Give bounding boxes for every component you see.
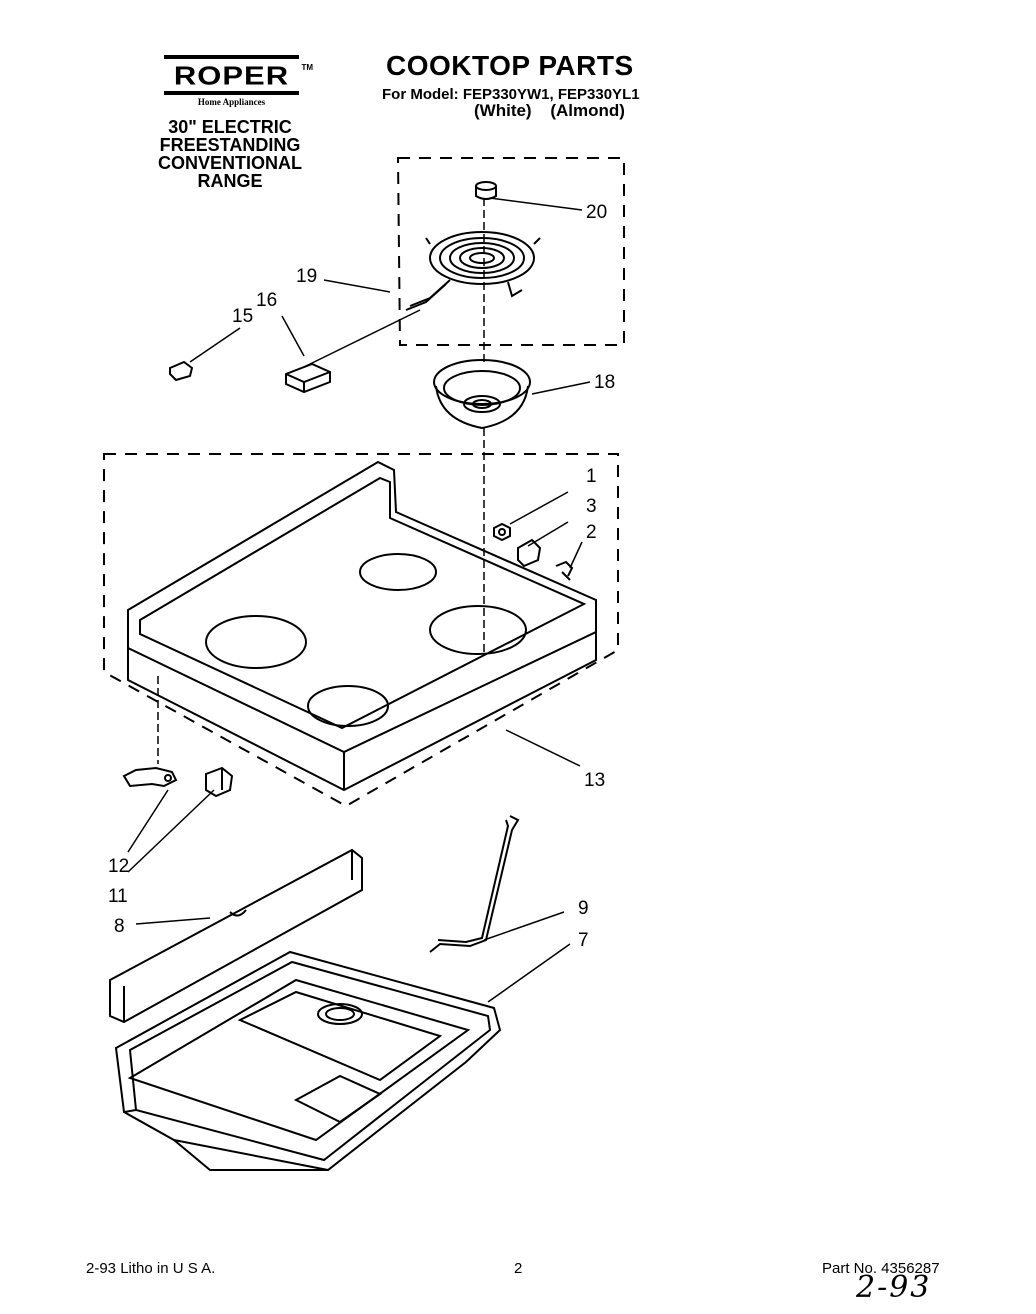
part-15-clip [169,360,194,382]
product-line-4: RANGE [197,171,263,191]
product-description: 30" ELECTRIC FREESTANDING CONVENTIONAL R… [140,118,320,190]
logo-bottom-bar [164,91,299,95]
brand-tagline: Home Appliances [197,97,266,107]
callout-9: 9 [578,898,589,919]
leader-lines [127,197,591,1003]
part-20-cap [475,181,497,200]
callout-labels: 20 19 16 15 18 1 3 2 13 12 11 8 9 7 [108,202,615,951]
part-19-surface-element [405,231,541,311]
page-title: COOKTOP PARTS [386,50,634,81]
brand-name: ROPER [173,60,290,91]
surface-unit-dashed-box [396,157,625,346]
callout-2: 2 [586,522,597,543]
part-11-insulator [205,766,234,798]
callout-20: 20 [586,202,607,223]
part-2-screw [555,560,574,581]
callout-7: 7 [578,930,589,951]
part-9-rod [429,815,520,953]
color-white: (White) [474,101,532,120]
product-line-2: FREESTANDING [159,135,301,155]
part-13-cooktop [127,460,597,792]
callout-16: 16 [256,290,277,311]
callout-11: 11 [108,886,128,907]
callout-8: 8 [114,916,125,937]
part-12-connector [122,766,178,788]
trademark-mark: TM [301,63,313,72]
model-line: For Model: FEP330YW1, FEP330YL1 [382,86,640,103]
part-16-terminal-block [285,362,331,394]
part-1-nut [493,522,511,542]
part-18-drip-bowl [433,359,531,430]
color-variants: (White) (Almond) [474,101,639,121]
callout-1: 1 [586,466,597,487]
logo-top-bar [164,55,299,59]
color-almond: (Almond) [550,101,625,120]
callout-12: 12 [108,856,129,877]
part-8-rear-channel [109,848,363,1024]
footer-litho: 2-93 Litho in U S A. [86,1260,216,1277]
brand-logo: ROPER TM Home Appliances [164,55,313,107]
callout-13: 13 [584,770,605,791]
handwritten-date: 2-93 [856,1270,932,1305]
page-number: 2 [514,1260,523,1277]
product-line-1: 30" ELECTRIC [168,117,292,137]
product-line-3: CONVENTIONAL [158,153,302,173]
callout-3: 3 [586,496,597,517]
callout-15: 15 [232,306,253,327]
cooktop-dashed-box [103,453,619,808]
part-7-burner-box [114,950,502,1172]
part-number: Part No. 4356287 [822,1260,940,1277]
callout-18: 18 [594,372,615,393]
callout-19: 19 [296,266,317,287]
part-3-bracket [517,538,542,568]
